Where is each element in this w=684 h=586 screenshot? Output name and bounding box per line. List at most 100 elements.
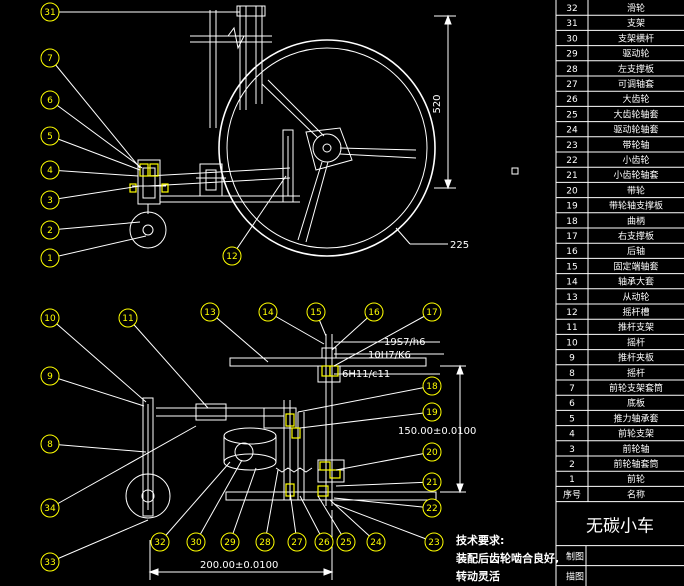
header-number: 序号 [563,488,581,500]
part-number: 22 [566,156,577,166]
part-name: 摇杆 [627,336,645,348]
part-number: 5 [569,414,575,424]
part-name: 小齿轮轴套 [613,169,658,181]
balloon-circle [200,302,220,322]
part-number: 18 [566,217,578,227]
part-name: 大齿轮 [622,93,649,105]
part-name: 大齿轮轴套 [613,108,658,120]
dim-150: 150.00±0.0100 [398,426,476,437]
bottom-leader-23 [333,503,435,543]
part-number: 10 [566,338,578,348]
part-name: 小齿轮 [622,154,649,166]
balloon-number: 29 [224,538,236,548]
balloon-21: 21 [422,472,442,492]
part-number: 25 [566,110,577,120]
part-name: 从动轮 [622,291,649,303]
balloon-3: 3 [40,190,60,210]
balloon-circle [255,532,275,552]
bottom-leader-13 [209,311,269,363]
bottom-leader-17 [333,311,433,367]
balloon-26: 26 [314,532,334,552]
balloon-24: 24 [366,532,386,552]
balloon-circle [422,402,442,422]
part-name: 驱动轮轴套 [613,124,658,136]
part-name: 曲柄 [627,215,645,227]
top-leader-2 [49,221,141,231]
balloon-circle [40,190,60,210]
part-name: 带轮轴 [622,139,649,151]
balloon-circle [336,532,356,552]
balloon-14: 14 [258,302,278,322]
balloon-19: 19 [422,402,442,422]
part-name: 前轮轴套筒 [613,458,658,470]
balloon-number: 28 [259,538,271,548]
balloon-number: 24 [370,538,382,548]
part-name: 固定端轴套 [613,260,658,272]
bottom-leader-8 [49,443,147,453]
part-number: 28 [566,65,578,75]
balloon-circle [186,532,206,552]
balloon-13: 13 [200,302,220,322]
part-number: 4 [569,430,575,440]
balloon-circle [422,472,442,492]
balloon-circle [40,498,60,518]
balloon-circle [422,376,442,396]
part-number: 24 [566,126,578,136]
part-number: 8 [569,369,575,379]
part-number: 13 [566,293,577,303]
balloon-1: 1 [40,248,60,268]
part-name: 推力轴承套 [613,412,658,424]
top-leader-3 [49,185,141,201]
balloon-circle [422,442,442,462]
top-leader-1 [49,235,147,259]
bottom-leader-24 [329,499,377,543]
balloon-number: 22 [426,504,437,514]
part-number: 3 [569,445,575,455]
balloon-circle [287,532,307,552]
balloon-number: 14 [262,308,274,318]
balloon-number: 7 [47,54,53,64]
part-number: 27 [566,80,577,90]
drawn-label: 制图 [566,551,584,563]
part-number: 17 [566,232,577,242]
balloon-number: 23 [428,538,439,548]
balloon-circle [366,532,386,552]
bottom-leader-14 [267,311,325,345]
part-number: 29 [566,50,578,60]
bottom-view [125,334,466,580]
balloon-circle [422,302,442,322]
balloon-23: 23 [424,532,444,552]
part-name: 支架横杆 [618,32,654,44]
part-number: 1 [569,475,575,485]
balloon-number: 5 [47,132,53,142]
part-name: 推杆支架 [618,321,654,333]
part-number: 11 [566,323,577,333]
balloon-8: 8 [40,434,60,454]
balloon-12: 12 [222,246,242,266]
balloon-15: 15 [306,302,326,322]
balloon-number: 4 [47,166,53,176]
balloon-circle [424,532,444,552]
traced-label: 描图 [566,571,584,583]
tech-requirements-line1: 装配后齿轮啮合良好, [455,551,559,565]
balloon-number: 15 [310,308,321,318]
part-number: 30 [566,34,578,44]
balloon-number: 11 [122,314,133,324]
balloon-circle [40,552,60,572]
balloon-27: 27 [287,532,307,552]
part-number: 23 [566,141,577,151]
balloon-33: 33 [40,552,60,572]
top-leader-7 [49,57,141,169]
bottom-view-highlight [285,365,341,497]
bottom-leader-18 [297,385,433,413]
balloon-number: 18 [426,382,438,392]
balloon-30: 30 [186,532,206,552]
balloon-10: 10 [40,308,60,328]
part-number: 2 [569,460,575,470]
balloon-circle [150,532,170,552]
balloon-number: 8 [47,440,53,450]
part-number: 26 [566,95,578,105]
part-number: 15 [566,262,577,272]
